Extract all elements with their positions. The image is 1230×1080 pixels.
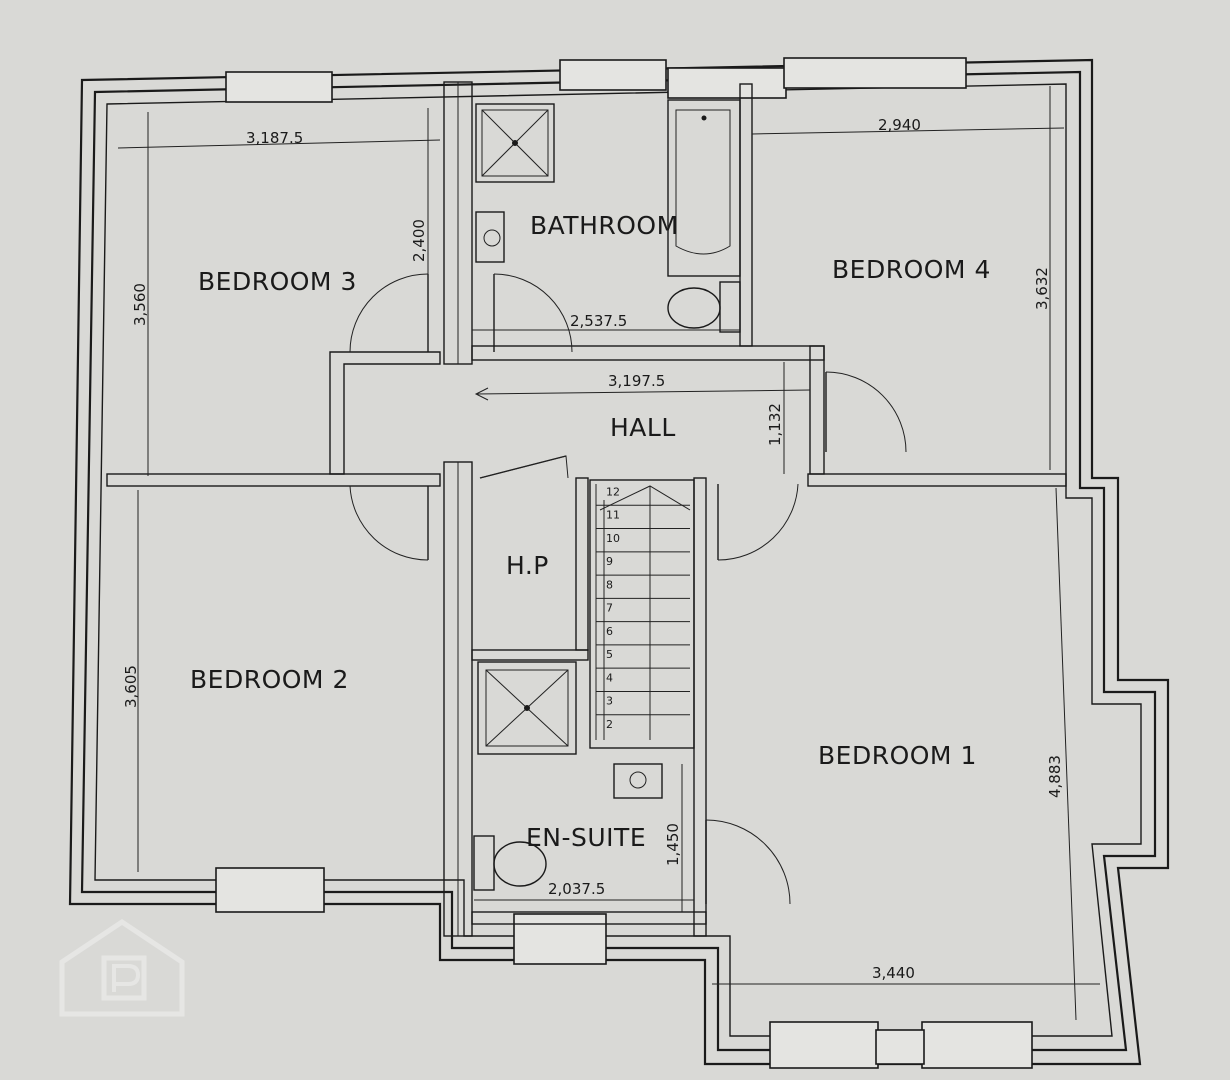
wc-ensuite <box>473 835 547 891</box>
room-label-bedroom4: BEDROOM 4 <box>832 255 991 284</box>
dim-ensuite-width: 2,037.5 <box>548 880 605 898</box>
stair-step-number: 3 <box>606 695 613 708</box>
dim-bedroom4-width: 2,940 <box>878 116 921 134</box>
door-bathroom <box>493 273 573 353</box>
room-label-ensuite: EN-SUITE <box>526 823 646 852</box>
window-bedroom4 <box>783 57 967 89</box>
dim-bathroom-width: 2,537.5 <box>570 312 627 330</box>
dim-bedroom1-width: 3,440 <box>872 964 915 982</box>
bath-tub <box>667 99 741 277</box>
window-bedroom2 <box>215 867 325 913</box>
stair-step-number: 2 <box>606 718 613 731</box>
room-label-bathroom: BATHROOM <box>530 211 679 240</box>
stair-step-number: 5 <box>606 648 613 661</box>
door-bedroom4 <box>825 371 907 453</box>
stair-step-number: 10 <box>606 532 620 545</box>
door-bedroom2 <box>349 485 429 561</box>
dim-bedroom1-depth: 4,883 <box>1046 755 1064 798</box>
dim-bedroom4-depth: 3,632 <box>1033 267 1051 310</box>
room-label-bedroom3: BEDROOM 3 <box>198 267 357 296</box>
window-bathroom <box>559 59 667 91</box>
dim-bedroom3-width: 3,187.5 <box>246 129 303 147</box>
room-label-hp: H.P <box>506 551 549 580</box>
window-bath-tub <box>667 67 787 99</box>
staircase: 12 11 10 9 8 7 6 5 4 3 2 <box>595 484 691 740</box>
fixtures <box>473 99 741 891</box>
stair-step-number: 9 <box>606 555 613 568</box>
door-bedroom1 <box>717 483 799 561</box>
dim-bedroom2-depth: 3,605 <box>122 665 140 708</box>
basin-bathroom <box>475 211 505 263</box>
shower-tray-ensuite <box>477 661 577 755</box>
room-label-hall: HALL <box>610 413 676 442</box>
door-ensuite <box>705 819 791 905</box>
stair-step-number: 12 <box>606 485 620 498</box>
room-label-bedroom1: BEDROOM 1 <box>818 741 977 770</box>
door-bedroom3 <box>349 273 429 353</box>
window-bedroom1-mid <box>875 1029 925 1065</box>
stair-step-number: 8 <box>606 578 613 591</box>
property-logo-icon <box>59 918 185 1017</box>
window-bedroom1-left <box>769 1021 879 1069</box>
dimension-lines <box>117 86 1100 1021</box>
window-bedroom1-right <box>921 1021 1033 1069</box>
basin-ensuite <box>613 763 663 799</box>
dim-ensuite-depth: 1,450 <box>664 823 682 866</box>
dim-hall-width: 3,197.5 <box>608 372 665 390</box>
wc-bathroom <box>667 281 741 333</box>
stair-step-number: 4 <box>606 671 613 684</box>
stair-step-number: 6 <box>606 625 613 638</box>
room-label-bedroom2: BEDROOM 2 <box>190 665 349 694</box>
stair-step-number: 7 <box>606 602 613 615</box>
shower-tray-bathroom <box>475 103 555 183</box>
room-labels: BEDROOM 3 BATHROOM BEDROOM 4 HALL BEDROO… <box>190 211 991 852</box>
dim-hall-depth: 1,132 <box>766 403 784 446</box>
doors <box>349 273 907 905</box>
door-hp <box>479 455 569 479</box>
dimension-labels: 3,187.5 3,560 2,400 2,537.5 2,940 3,632 … <box>122 116 1064 982</box>
outer-walls <box>68 58 1170 1066</box>
internal-walls <box>106 81 1067 937</box>
dim-bedroom3-depth: 3,560 <box>131 283 149 326</box>
windows <box>215 57 1033 1069</box>
window-bedroom3 <box>225 71 333 103</box>
stair-step-number: 11 <box>606 509 620 522</box>
dim-bathroom-depth: 2,400 <box>410 219 428 262</box>
window-ensuite <box>513 913 607 965</box>
